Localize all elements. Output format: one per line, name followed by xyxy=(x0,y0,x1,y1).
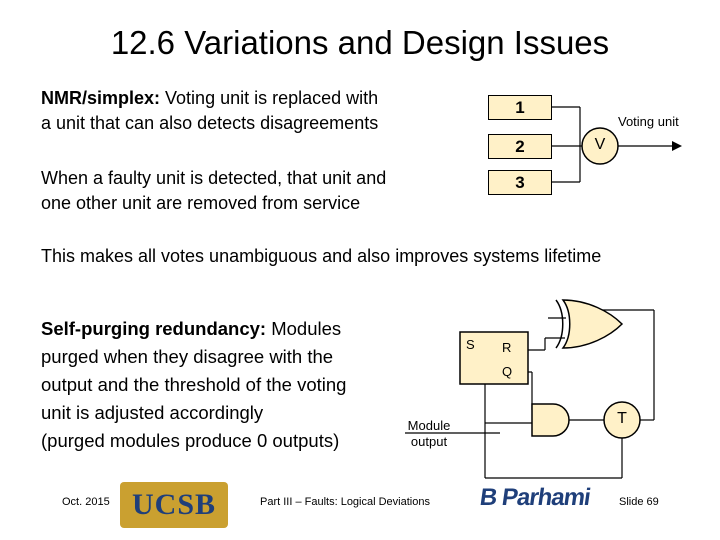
latch-s-label: S xyxy=(466,337,475,352)
voter-circle xyxy=(581,127,619,165)
module-2-box: 2 xyxy=(488,134,552,159)
page-title: 12.6 Variations and Design Issues xyxy=(110,24,610,61)
module-1-box: 1 xyxy=(488,95,552,120)
logo-text: UCSB xyxy=(131,488,217,521)
selfpurge-line2: purged when they disagree with the xyxy=(41,346,334,367)
nmr-line1: Voting unit is replaced with xyxy=(160,88,379,108)
module-output-label: Module output xyxy=(404,418,454,450)
nmr-line4: one other unit are removed from service xyxy=(41,193,361,213)
selfpurge-paragraph: Self-purging redundancy: Modules purged … xyxy=(41,315,401,455)
nmr-line3: When a faulty unit is detected, that uni… xyxy=(41,168,387,188)
nmr-term: NMR/simplex: xyxy=(41,88,161,108)
footer-slide-number: Slide 69 xyxy=(619,496,659,508)
selfpurge-line5: (purged modules produce 0 outputs) xyxy=(41,430,340,451)
module-output-line2: output xyxy=(410,434,448,449)
threshold-label: T xyxy=(617,410,627,427)
latch-r-label: R xyxy=(502,340,512,355)
footer-center: Part III – Faults: Logical Deviations xyxy=(260,496,430,508)
nmr-diagram-wires xyxy=(552,106,672,183)
nmr-paragraph: NMR/simplex: Voting unit is replaced wit… xyxy=(41,86,441,136)
module-3-box: 3 xyxy=(488,170,552,195)
author-logo: B Parhami xyxy=(478,484,592,511)
selfpurge-diagram-wires xyxy=(405,299,655,479)
removal-paragraph: When a faulty unit is detected, that uni… xyxy=(41,166,461,216)
nmr-line2: a unit that can also detects disagreemen… xyxy=(41,113,379,133)
voter-label: V xyxy=(594,136,606,153)
latch-q-label: Q xyxy=(502,364,513,379)
output-arrow-icon xyxy=(672,141,682,151)
selfpurge-line3: output and the threshold of the voting xyxy=(41,374,347,395)
ucsb-logo: UCSB xyxy=(120,482,228,528)
threshold-circle xyxy=(603,401,641,439)
selfpurge-term: Self-purging redundancy: xyxy=(41,318,267,339)
voting-unit-label: Voting unit xyxy=(618,114,679,129)
selfpurge-line4: unit is adjusted accordingly xyxy=(41,402,264,423)
module-output-line1: Module xyxy=(407,418,451,433)
lifetime-statement: This makes all votes unambiguous and als… xyxy=(41,246,602,266)
selfpurge-line1: Modules xyxy=(266,318,342,339)
footer-date: Oct. 2015 xyxy=(62,496,110,508)
